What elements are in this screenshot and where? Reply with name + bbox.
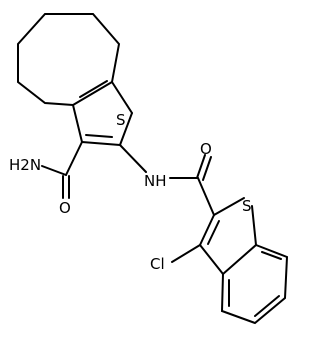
bond-c3a-c3b	[199, 244, 224, 275]
atom-label-sulfur-benzothiophene: S	[242, 197, 252, 215]
bond-c3-c4	[72, 104, 83, 143]
bond-c2-c3	[81, 141, 121, 146]
chemical-structure-diagram: S H2N O NH O S Cl	[9, 13, 289, 325]
bond-c1-s1	[111, 81, 133, 114]
atom-label-oxygen: O	[59, 199, 71, 217]
structure-canvas: S H2N O NH O S Cl	[9, 13, 289, 325]
bond-amide-c-thiophene	[197, 177, 215, 216]
atom-label-amide-nh2: H2N	[9, 156, 41, 174]
atom-label-nh: NH	[144, 172, 167, 190]
bond-c2b-s2	[213, 197, 245, 216]
bond-c4-c1	[72, 81, 113, 106]
double-bond-c3b-c2b	[207, 220, 220, 245]
bond-c7a-c3a	[222, 244, 257, 275]
bond-s1-c2	[119, 112, 133, 146]
cyclooctane-ring-bonds	[17, 13, 121, 106]
double-bond-amide-c-o-right	[202, 156, 212, 181]
bond-c3b-c2b	[199, 214, 215, 246]
benzene-ring-bonds	[220, 244, 289, 325]
double-bond-c2-c3	[85, 134, 113, 138]
benzene-double-bond-2	[254, 295, 280, 317]
bond-amide-c-nh2	[41, 165, 67, 176]
atom-label-chlorine: Cl	[150, 255, 165, 273]
bond-s2-c7a	[251, 205, 257, 246]
benzene-double-bond-1	[261, 251, 282, 260]
atom-label-oxygen-right: O	[200, 140, 212, 158]
bond-c3b-cl	[171, 244, 201, 263]
bond-c2-nh	[119, 144, 147, 173]
bond-amide-c-o-right	[196, 154, 206, 179]
atom-label-sulfur: S	[116, 111, 126, 129]
double-bond-c4-c1	[79, 80, 108, 98]
bond-c3-amide-c	[65, 141, 83, 176]
